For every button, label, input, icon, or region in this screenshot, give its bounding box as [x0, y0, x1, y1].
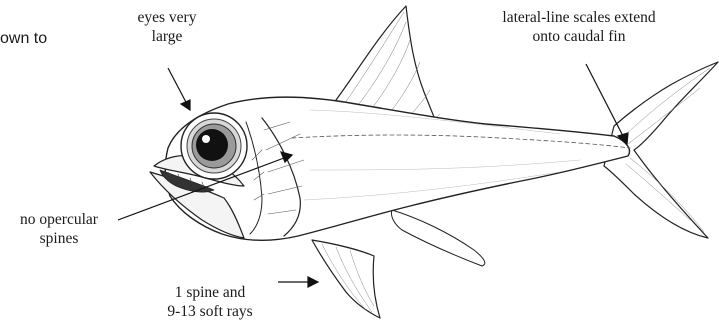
opercular-label-line-1: no opercular — [0, 210, 118, 229]
opercular-label-line-2: spines — [0, 229, 118, 248]
partial-label-text: own to — [0, 29, 47, 48]
lateral-line-label-line-2: onto caudal fin — [466, 27, 692, 46]
arrowhead-anal-fin — [308, 277, 318, 287]
arrowhead-eyes — [181, 100, 190, 110]
pectoral-fin — [391, 210, 484, 266]
anal-fin-label-line-1: 1 spine and — [148, 283, 272, 302]
eye — [181, 113, 247, 179]
lateral-line-label: lateral-line scales extend onto caudal f… — [466, 8, 692, 46]
anal-fin-label-line-2: 9-13 soft rays — [148, 302, 272, 321]
opercular-label: no opercular spines — [0, 210, 118, 248]
anal-fin-label: 1 spine and 9-13 soft rays — [148, 283, 272, 321]
pointer-lateral — [586, 64, 624, 138]
eyes-label-line-1: eyes very — [112, 8, 222, 27]
anal-fin — [312, 240, 380, 318]
lateral-line-label-line-1: lateral-line scales extend — [466, 8, 692, 27]
eyes-label-line-2: large — [112, 27, 222, 46]
pointer-eyes — [168, 68, 188, 106]
eyes-label: eyes very large — [112, 8, 222, 46]
